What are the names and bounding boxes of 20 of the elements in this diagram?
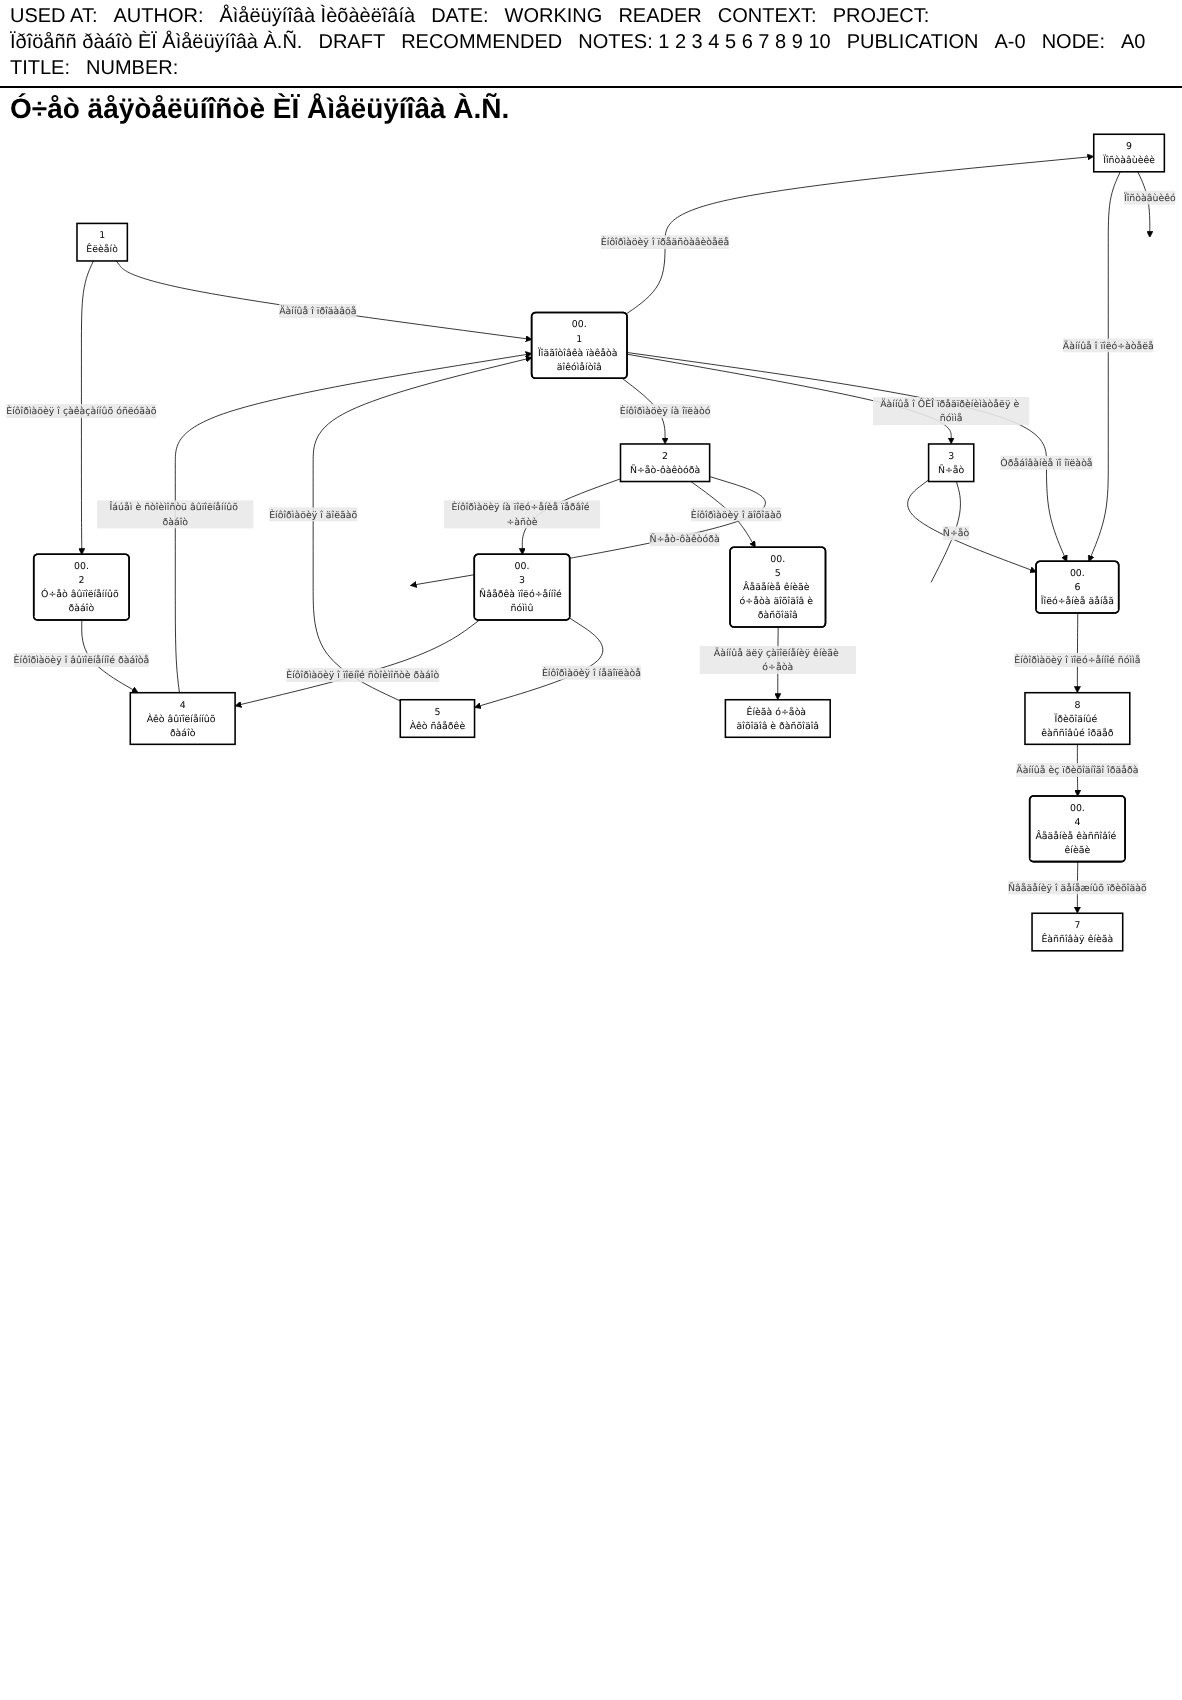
diagram-title: Ó÷åò äåÿòåëüíîñòè ÈÏ Åìåëüÿíîâà À.Ñ. [8,90,512,128]
header-field-text: AUTHOR: [113,6,204,28]
header-field-text: TITLE: [10,58,71,80]
header-field-text: PROJECT: [832,6,930,28]
header-field-text: USED AT: [10,6,98,28]
header-field-text: READER [618,6,702,28]
connector [930,481,961,583]
header-field-text: Åìåëüÿíîâà Ìèõàèëîâíà [219,6,416,28]
header-field-text: DRAFT [318,32,386,54]
header-field-text: A-0 [994,32,1026,54]
header-field-text: RECOMMENDED [401,32,563,54]
header-field-text: PUBLICATION [846,32,979,54]
header-field-text: NODE: [1041,32,1105,54]
header-field-text: DATE: [431,6,489,28]
header-field-text: A0 [1120,32,1146,54]
header-field-text: Ïðîöåññ ðàáîò ÈÏ Åìåëüÿíîâà À.Ñ. [10,32,303,54]
header-field-text: CONTEXT: [717,6,817,28]
header-field-text: WORKING [504,6,603,28]
header-field-text: NOTES: 1 2 3 4 5 6 7 8 9 10 [578,32,831,54]
header-field-text: NUMBER: [86,58,179,80]
